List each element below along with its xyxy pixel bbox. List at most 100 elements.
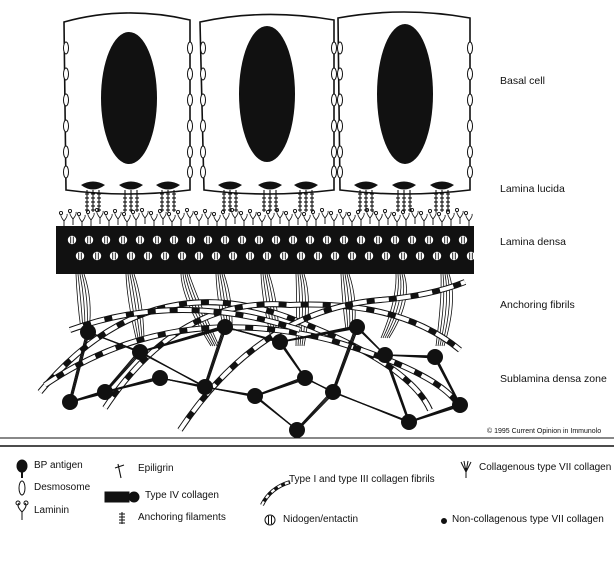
laminin <box>412 211 418 224</box>
desmosome <box>64 166 69 178</box>
nidogen <box>357 236 365 244</box>
legend-collagenous-vii: Collagenous type VII collagen <box>479 462 611 473</box>
laminin <box>70 212 76 225</box>
desmosome <box>64 120 69 132</box>
laminin <box>196 214 202 227</box>
noncollagenous-node <box>297 370 313 386</box>
nidogen <box>348 252 356 260</box>
nidogen <box>442 236 450 244</box>
desmosome <box>332 166 337 178</box>
laminin <box>133 213 139 226</box>
nidogen <box>272 236 280 244</box>
desmosome <box>64 42 69 54</box>
legend-laminin: Laminin <box>34 505 69 516</box>
laminin <box>241 214 247 227</box>
anchoring-fibril <box>381 274 396 338</box>
laminin <box>115 212 121 225</box>
anchoring-filament <box>446 190 450 212</box>
nidogen <box>170 236 178 244</box>
laminin <box>331 214 337 227</box>
laminin <box>466 214 472 227</box>
desmosome <box>332 146 337 158</box>
nidogen <box>399 252 407 260</box>
laminin <box>448 213 454 226</box>
desmosome <box>338 146 343 158</box>
laminin <box>187 211 193 224</box>
desmosome <box>468 42 473 54</box>
desmosome <box>338 42 343 54</box>
desmosome <box>188 94 193 106</box>
nidogen <box>119 236 127 244</box>
nidogen <box>433 252 441 260</box>
collagenous-vii-icon <box>461 461 471 478</box>
nidogen <box>93 252 101 260</box>
laminin <box>160 212 166 225</box>
nidogen <box>314 252 322 260</box>
anchoring-filament <box>222 190 226 212</box>
laminin <box>142 211 148 224</box>
noncollagenous-node <box>272 334 288 350</box>
desmosome <box>201 42 206 54</box>
noncollagenous-node <box>247 388 263 404</box>
laminin-icon <box>16 501 28 520</box>
desmosome <box>468 94 473 106</box>
nidogen <box>459 236 467 244</box>
laminin <box>97 211 103 224</box>
anchoring-filament <box>85 190 89 212</box>
label-anchoring-fibrils: Anchoring fibrils <box>500 299 575 311</box>
desmosome <box>338 120 343 132</box>
desmosome <box>64 94 69 106</box>
anchoring-filament <box>358 190 362 212</box>
desmosome <box>468 68 473 80</box>
laminin <box>277 211 283 224</box>
nidogen <box>110 252 118 260</box>
network-strand <box>141 352 206 388</box>
laminin <box>205 212 211 225</box>
laminin <box>430 212 436 225</box>
legend-desmosome: Desmosome <box>34 482 90 493</box>
legend-anchoring-filaments: Anchoring filaments <box>138 512 226 523</box>
legend-collagen-fibrils: Type I and type III collagen fibrils <box>289 474 435 485</box>
nidogen <box>306 236 314 244</box>
nidogen <box>76 252 84 260</box>
anchoring-fibril <box>78 274 83 330</box>
label-lamina-densa: Lamina densa <box>500 236 566 248</box>
nidogen <box>68 236 76 244</box>
nidogen <box>102 236 110 244</box>
nidogen <box>212 252 220 260</box>
nidogen <box>204 236 212 244</box>
desmosome <box>332 42 337 54</box>
nidogen <box>178 252 186 260</box>
desmosome <box>332 68 337 80</box>
nidogen <box>127 252 135 260</box>
nidogen <box>255 236 263 244</box>
desmosome <box>188 68 193 80</box>
laminin <box>178 213 184 226</box>
anchoring-fibril <box>341 274 346 330</box>
desmosome <box>338 94 343 106</box>
laminin <box>367 211 373 224</box>
nidogen <box>416 252 424 260</box>
desmosome <box>338 166 343 178</box>
desmosome <box>188 166 193 178</box>
noncollagenous-node <box>427 349 443 365</box>
noncollagenous-node <box>377 347 393 363</box>
noncollagenous-node <box>132 344 148 360</box>
label-lamina-lucida: Lamina lucida <box>500 183 565 195</box>
laminin <box>313 213 319 226</box>
desmosome <box>468 120 473 132</box>
lamina-densa-band <box>56 226 474 274</box>
desmosome <box>64 68 69 80</box>
nidogen <box>391 236 399 244</box>
noncollagenous-vii-icon <box>442 519 447 524</box>
laminin <box>385 212 391 225</box>
laminin <box>421 214 427 227</box>
noncollagenous-node <box>452 397 468 413</box>
nidogen <box>374 236 382 244</box>
nucleus-2 <box>239 26 295 162</box>
nidogen <box>187 236 195 244</box>
laminin <box>88 213 94 226</box>
laminin <box>286 214 292 227</box>
epiligrin-icon <box>115 464 124 478</box>
desmosome <box>188 42 193 54</box>
